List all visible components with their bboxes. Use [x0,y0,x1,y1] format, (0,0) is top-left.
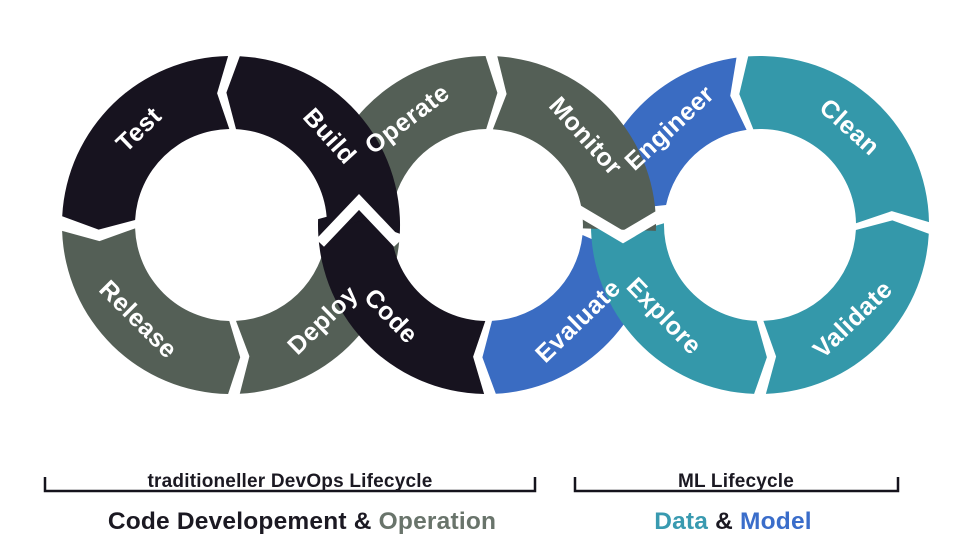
title-part: Model [740,508,812,535]
ml-bracket [573,477,900,493]
junction-gaps [316,194,675,247]
devops-bracket-caption: traditioneller DevOps Lifecycle [148,471,433,492]
junction-gap-ml-icon [571,203,675,244]
title-part: Operation [379,508,497,535]
junction-gap-devops-icon [316,194,402,247]
segment-monitor [492,56,657,231]
segment-release [62,228,241,394]
ring-segments-layer [62,55,929,394]
segment-clean [739,55,929,224]
ml-title: Data & Model [654,508,812,535]
devops-title: Code Developement & Operation [108,508,496,535]
devops-bracket [43,477,537,493]
segment-explore [590,222,767,394]
segment-build [226,56,401,234]
title-part: Data [654,508,708,535]
title-part: Code Developement & [108,508,379,535]
title-part: & [708,508,740,535]
segment-test [62,56,230,230]
segment-validate [763,220,929,394]
segment-code [317,208,486,394]
footer-layer: traditioneller DevOps Lifecycle ML Lifec… [43,471,900,535]
ml-bracket-caption: ML Lifecycle [678,471,794,492]
